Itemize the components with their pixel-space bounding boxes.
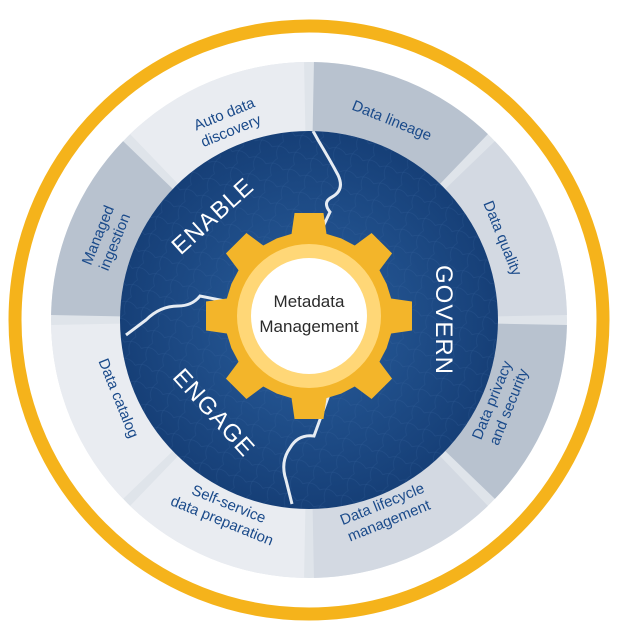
segment-wedge-data-lifecycle bbox=[312, 456, 488, 578]
segment-wedge-data-catalog bbox=[51, 323, 173, 499]
center-title-line2: Management bbox=[259, 317, 359, 336]
puzzle-dividers bbox=[125, 131, 342, 505]
divider-engage-govern bbox=[282, 391, 332, 505]
segment-wedge-data-privacy bbox=[445, 323, 567, 499]
segment-wedges bbox=[51, 62, 567, 578]
center-circle bbox=[251, 258, 367, 374]
divider-enable-engage bbox=[125, 294, 231, 337]
segment-wedge-auto-discovery bbox=[130, 62, 306, 184]
segment-wedge-self-service bbox=[130, 456, 306, 578]
divider-enable-govern bbox=[310, 131, 342, 251]
segment-wedge-managed-ingestion bbox=[51, 141, 173, 317]
segment-wedge-data-lineage bbox=[312, 62, 488, 184]
segment-wedge-data-quality bbox=[445, 141, 567, 317]
center-title-line1: Metadata bbox=[274, 292, 345, 311]
phase-govern-label: GOVERN bbox=[430, 265, 457, 375]
